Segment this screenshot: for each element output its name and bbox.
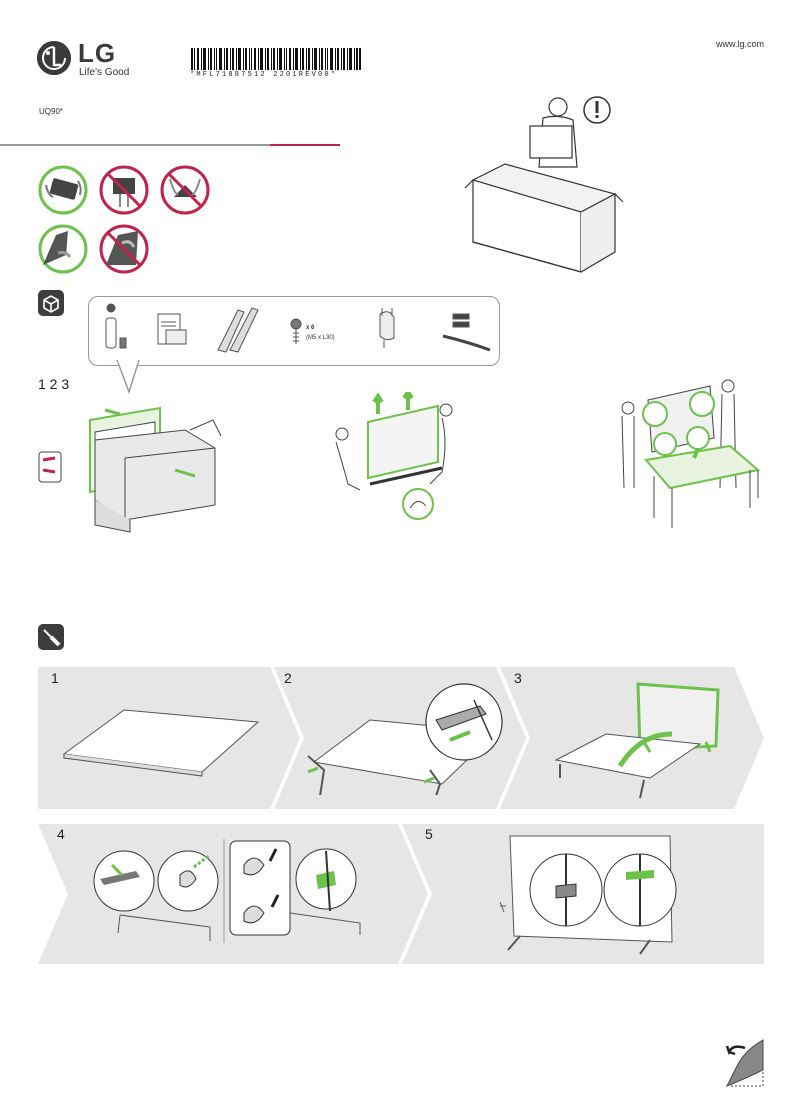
unboxing-illustration — [38, 406, 222, 533]
cable-tie-icon — [442, 313, 491, 352]
warning-icon — [583, 96, 611, 124]
brand-tagline: Life's Good — [79, 67, 130, 78]
step-4-number: 4 — [57, 826, 65, 842]
step-1-number: 1 — [51, 670, 59, 686]
model-number: UQ90* — [39, 107, 64, 116]
handling-do-circle — [38, 165, 88, 215]
page-turn-icon — [725, 1039, 764, 1087]
header-divider — [0, 144, 340, 146]
step-3-illustration — [554, 682, 720, 799]
step-1-illustration — [62, 709, 260, 777]
handling-dont-circle-3 — [99, 224, 149, 274]
remote-control-icon — [105, 303, 127, 349]
package-contents — [88, 296, 500, 366]
stand-legs-icon — [217, 307, 259, 353]
website-url: www.lg.com — [715, 39, 764, 49]
cable-holder-icon — [379, 308, 395, 348]
bubble-pointer — [116, 360, 140, 395]
hand-detail-icon — [402, 488, 434, 520]
brand-name: LG — [78, 38, 117, 68]
accessory-items — [105, 303, 491, 353]
place-on-table-illustration — [621, 379, 761, 528]
unpacking-steps: 1 2 3 — [38, 376, 70, 392]
lg-logo-icon — [37, 41, 71, 75]
manual-icon — [157, 313, 187, 345]
hand-detail-circles — [642, 391, 715, 456]
box-icon — [38, 290, 64, 316]
handling-dont-circle-1 — [99, 165, 149, 215]
screw-icon — [290, 318, 302, 344]
barcode-icon — [191, 48, 361, 70]
handling-dont-circle-2 — [160, 165, 210, 215]
box-lift-illustration — [464, 96, 624, 273]
screwdriver-icon — [38, 624, 64, 650]
handling-do-circle-2 — [38, 224, 88, 274]
two-person-lift-illustration — [335, 392, 453, 520]
step-5-number: 5 — [425, 826, 433, 842]
step-4-illustration — [93, 839, 361, 943]
step-2-number: 2 — [284, 670, 292, 686]
step-2-illustration — [307, 683, 503, 795]
clip-detail-icon — [38, 451, 62, 483]
step-5-illustration — [499, 835, 677, 955]
screw-spec: (M5 x L30) — [306, 335, 335, 341]
barcode-text: *MFL71887512 2201REV00* — [190, 71, 338, 79]
screw-count: x 6 — [306, 325, 315, 331]
step-3-number: 3 — [514, 670, 522, 686]
handling-guidelines — [38, 165, 210, 274]
